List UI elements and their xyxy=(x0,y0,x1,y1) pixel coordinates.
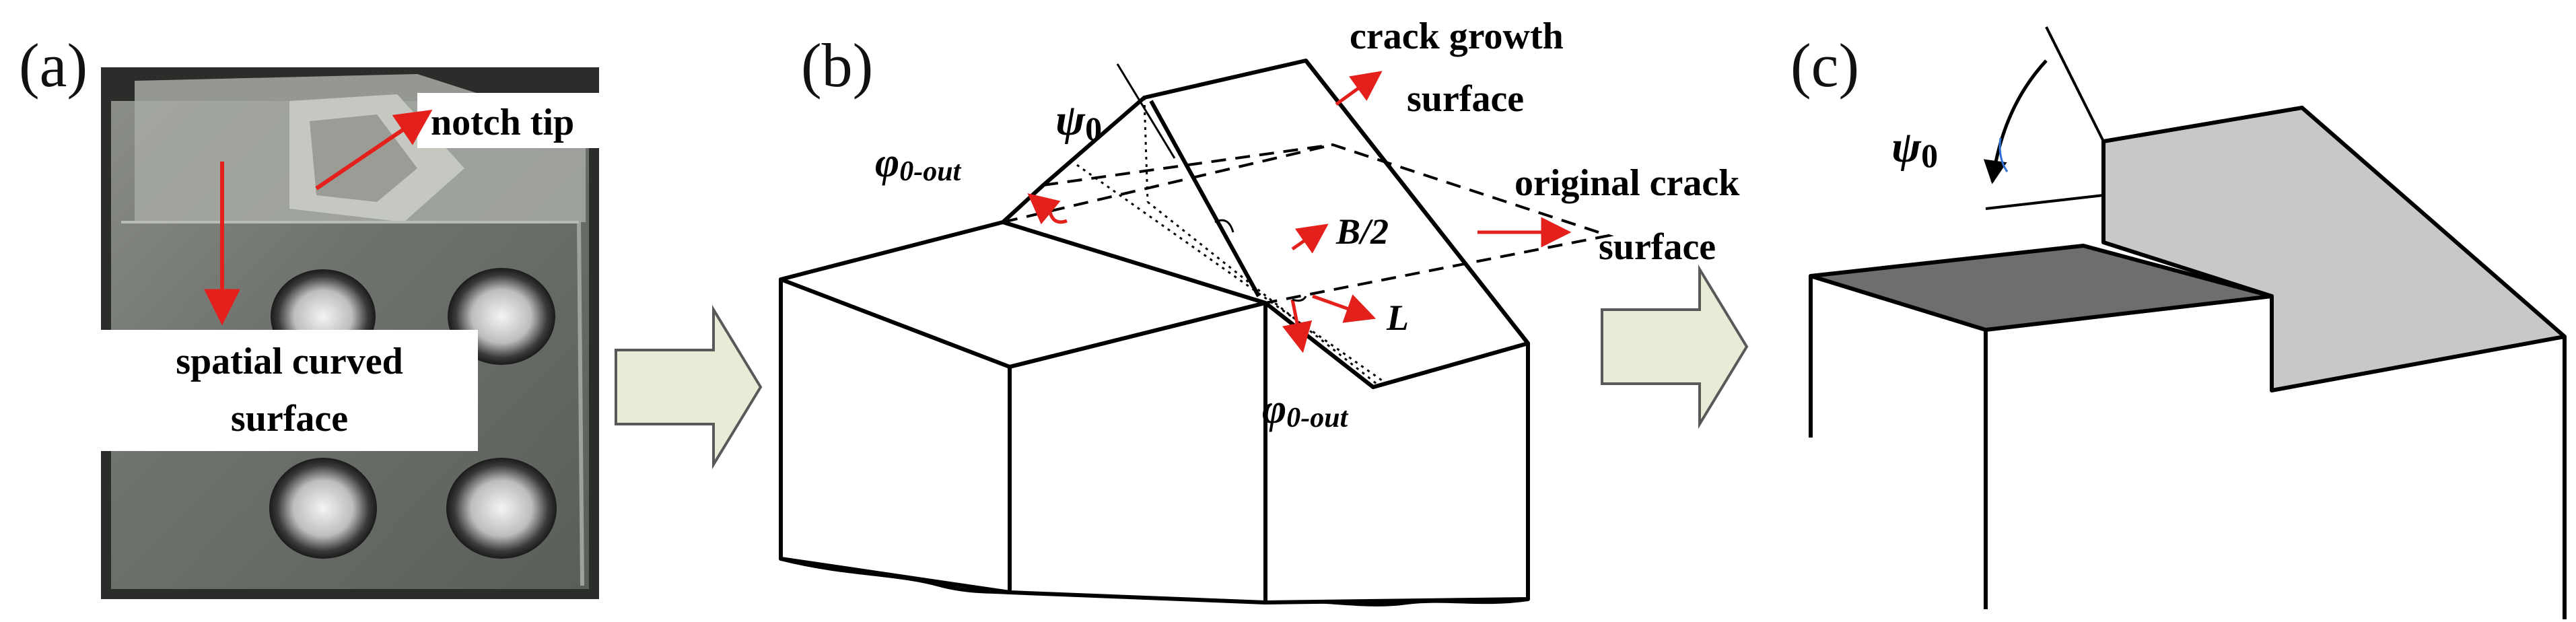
psi-label-b: ψ0 xyxy=(1055,96,1102,147)
psi-symbol-c: ψ xyxy=(1891,123,1922,172)
panel-a: (a) notch tip spatial curved surface xyxy=(19,31,639,599)
hole-4 xyxy=(446,458,557,559)
psi-sub-c: 0 xyxy=(1921,137,1938,174)
panel-b-label: (b) xyxy=(801,31,873,100)
curved-surface-label-box xyxy=(101,330,478,451)
hole-3 xyxy=(269,458,377,559)
crack-growth-label-line1: crack growth xyxy=(1350,15,1564,57)
panel-a-label: (a) xyxy=(19,31,88,100)
curved-surface-label-line2: surface xyxy=(231,398,348,440)
flow-arrow-b-c xyxy=(1601,264,1749,429)
panel-b-arrows xyxy=(1027,71,1572,353)
crack-growth-arrow xyxy=(1335,71,1383,106)
original-crack-label-line2: surface xyxy=(1599,226,1716,268)
tilted-slab xyxy=(1001,59,1530,604)
phi-label-top: φ0-out xyxy=(875,140,962,187)
phi-symbol-top: φ xyxy=(875,140,899,186)
psi-label-c: ψ0 xyxy=(1891,123,1938,174)
phi-bottom-arrow xyxy=(1282,299,1313,353)
notch-tip-arrow xyxy=(315,109,433,191)
panel-c-geometry xyxy=(1809,106,2567,619)
phi-sub-bottom: 0-out xyxy=(1286,403,1348,434)
psi-angle-arc-c xyxy=(1983,59,2048,184)
notch-tip-label-box xyxy=(417,93,639,148)
original-crack-label-line1: original crack xyxy=(1515,162,1740,204)
l-arrow xyxy=(1312,294,1377,323)
curved-surface-label-line1: spatial curved xyxy=(176,341,403,382)
b-half-arrow xyxy=(1291,223,1329,254)
panel-c: (c) ψ0 xyxy=(1790,26,2567,619)
phi-top-arrow xyxy=(1027,193,1061,225)
crack-growth-label-line2: surface xyxy=(1407,78,1524,120)
b-half-label: B/2 xyxy=(1335,211,1389,252)
light-face xyxy=(2101,106,2567,392)
flow-arrow-a-b xyxy=(615,304,763,470)
panel-b: (b) xyxy=(779,15,1740,607)
phi-symbol-bottom: φ xyxy=(1262,386,1286,432)
psi-sub-b: 0 xyxy=(1085,110,1102,147)
phi-label-bottom: φ0-out xyxy=(1262,386,1349,434)
psi-symbol-b: ψ xyxy=(1055,96,1086,145)
panel-c-label: (c) xyxy=(1790,31,1859,100)
phi-sub-top: 0-out xyxy=(899,156,961,187)
notch-tip-label: notch tip xyxy=(431,102,574,143)
l-label: L xyxy=(1386,298,1409,338)
